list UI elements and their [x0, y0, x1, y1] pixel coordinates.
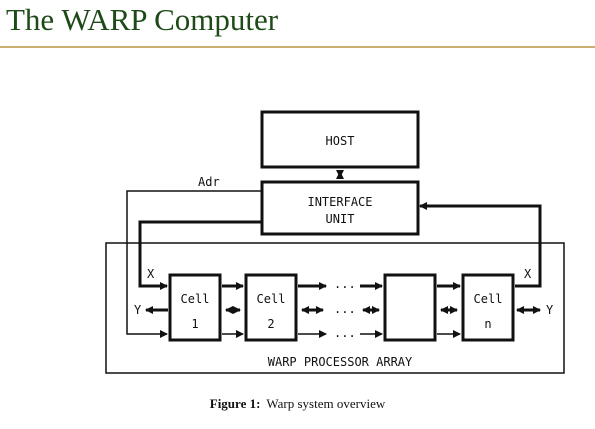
figure-caption: Figure 1: Warp system overview — [0, 396, 595, 412]
x-line-left — [138, 220, 262, 290]
x-label-left: X — [147, 267, 155, 281]
adr-line — [126, 190, 262, 338]
ellipsis-top: ... — [334, 277, 356, 291]
interface-unit-box — [260, 180, 420, 236]
cell-box-2 — [244, 273, 298, 342]
cell-label-n-line1: Cell — [474, 292, 503, 306]
host-box — [260, 110, 420, 169]
ellipsis-mid: ... — [334, 302, 356, 316]
cell-box-n — [461, 273, 515, 342]
cell-label-n-line2: n — [484, 317, 491, 331]
y-label-left: Y — [134, 303, 142, 317]
x-label-right: X — [524, 267, 532, 281]
title-divider — [0, 46, 595, 48]
ellipsis-bot: ... — [334, 326, 356, 340]
array-label: WARP PROCESSOR ARRAY — [268, 355, 413, 369]
cell-label-2-line1: Cell — [257, 292, 286, 306]
cell-label-2-line2: 2 — [267, 317, 274, 331]
y-label-right: Y — [546, 303, 554, 317]
interface-label-line2: UNIT — [326, 212, 355, 226]
cell-box-blank — [383, 273, 437, 342]
interface-label-line1: INTERFACE — [307, 195, 372, 209]
x-line-right — [419, 202, 542, 288]
host-label: HOST — [326, 134, 355, 148]
figure-number: Figure 1: — [209, 396, 261, 411]
processor-array-box — [105, 242, 565, 374]
figure-caption-text: Warp system overview — [266, 396, 386, 411]
cell-label-1-line2: 1 — [191, 317, 198, 331]
cell-label-1-line1: Cell — [181, 292, 210, 306]
adr-label: Adr — [198, 175, 220, 189]
cell-box-1 — [168, 273, 222, 342]
slide-title: The WARP Computer — [6, 2, 279, 37]
